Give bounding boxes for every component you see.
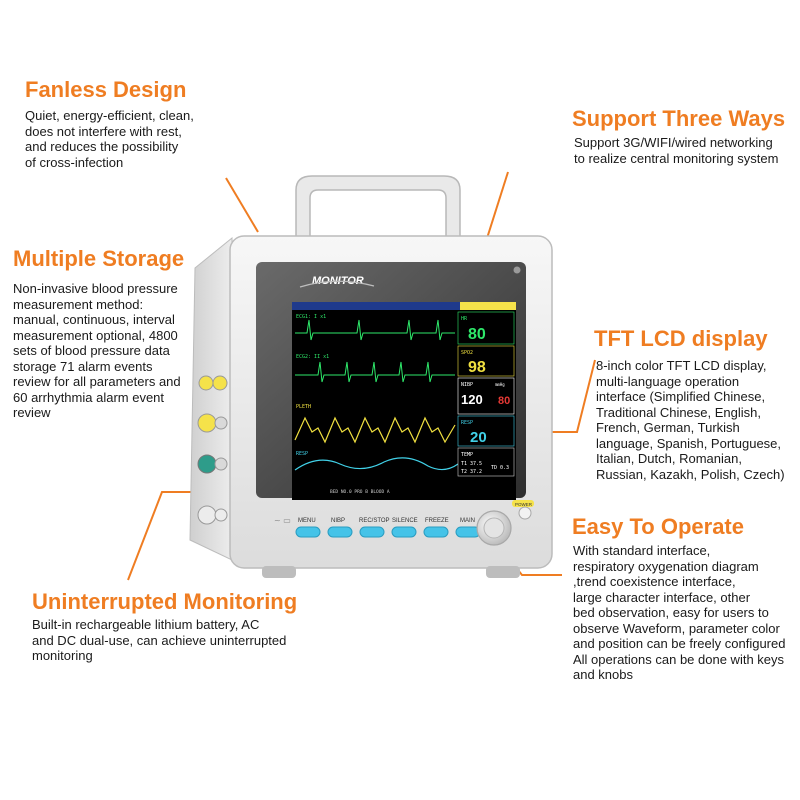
easy-line: and knobs <box>573 667 633 682</box>
power-button[interactable] <box>518 506 532 520</box>
tft-line: multi-language operation <box>596 373 740 389</box>
hr-value: 80 <box>468 326 486 343</box>
spo2-label: SPO2 <box>461 350 473 356</box>
front-buttons: MENU NIBP REC/STOP SILENCE FREEZE MAIN <box>295 518 481 538</box>
side-connectors <box>197 375 228 525</box>
tft-description: 8-inch color TFT LCD display, multi-lang… <box>596 358 785 482</box>
easy-line: bed observation, easy for users to <box>573 605 769 620</box>
parameter-panel: HR 80 SPO2 98 NIBP mmHg 120 80 RESP 20 T… <box>457 311 515 477</box>
storage-line: manual, continuous, interval <box>13 312 175 327</box>
foot-right <box>486 566 520 578</box>
resp-label: RESP <box>296 451 308 457</box>
freeze-button-label: FREEZE <box>425 518 449 524</box>
ecg1-label: ECG1: I x1 <box>296 314 326 320</box>
easy-line: With standard interface, <box>573 543 711 558</box>
fanless-line: does not interfere with rest, <box>25 123 182 139</box>
storage-description: Non-invasive blood pressure measurement … <box>13 281 181 421</box>
easy-line: observe Waveform, parameter color <box>573 620 780 636</box>
storage-line: measurement method: <box>13 296 144 312</box>
easy-title: Easy To Operate <box>572 514 744 539</box>
resp-value-label: RESP <box>461 420 473 426</box>
menu-button[interactable] <box>295 526 321 538</box>
storage-line: 60 arrhythmia alarm event <box>13 389 165 405</box>
light-sensor <box>513 266 521 274</box>
easy-line: large character interface, other <box>573 589 751 605</box>
tft-line: Italian, Dutch, Romanian, <box>596 451 742 466</box>
freeze-button[interactable] <box>423 526 449 538</box>
main-button-label: MAIN <box>460 518 475 524</box>
monitoring-line: monitoring <box>32 648 93 663</box>
tft-line: interface (Simplified Chinese, <box>596 389 766 404</box>
tft-line: Traditional Chinese, English, <box>596 404 761 420</box>
storage-line: storage 71 alarm events <box>13 358 153 374</box>
status-bar <box>292 302 516 310</box>
resp-value: 20 <box>470 429 487 446</box>
storage-title: Multiple Storage <box>13 246 185 271</box>
carry-handle[interactable] <box>295 175 461 241</box>
screen-footer: BED NO.0 PRO B BLOOD A <box>330 489 390 495</box>
fanless-title: Fanless Design <box>25 77 187 102</box>
tft-line: Russian, Kazakh, Polish, Czech) <box>596 466 785 482</box>
temp-t2: T2 37.2 <box>461 469 482 475</box>
fanless-description: Quiet, energy-efficient, clean, does not… <box>25 108 194 170</box>
menu-button-label: MENU <box>298 518 316 524</box>
pleth-waveform <box>294 416 456 444</box>
status-bar-alert <box>460 302 516 310</box>
ac-indicator-icon: ~ ▭ <box>274 516 291 525</box>
silence-button-label: SILENCE <box>392 518 418 524</box>
nibp-button[interactable] <box>327 526 353 538</box>
easy-line: respiratory oxygenation diagram <box>573 558 759 574</box>
easy-line: and position can be freely configured <box>573 636 786 651</box>
storage-line: sets of blood pressure data <box>13 343 170 358</box>
storage-line: review for all parameters and <box>13 374 181 389</box>
rec-stop-button[interactable] <box>359 526 385 538</box>
temp-td: TD 0.3 <box>491 465 509 471</box>
nibp-label: NIBP <box>461 382 473 388</box>
nibp-button-label: NIBP <box>331 518 345 524</box>
temp-label: TEMP <box>461 452 473 458</box>
rec-stop-button-label: REC/STOP <box>359 518 390 524</box>
monitoring-line: and DC dual-use, can achieve uninterrupt… <box>32 632 287 648</box>
tft-line: language, Spanish, Portuguese, <box>596 435 782 451</box>
power-indicator <box>512 500 534 507</box>
nibp-dia: 80 <box>498 395 510 407</box>
monitoring-description: Built-in rechargeable lithium battery, A… <box>32 617 286 664</box>
silence-button[interactable] <box>391 526 417 538</box>
tft-title: TFT LCD display <box>594 326 768 351</box>
ecg1-waveform <box>295 319 455 341</box>
monitoring-line: Built-in rechargeable lithium battery, A… <box>32 617 260 632</box>
fanless-line: Quiet, energy-efficient, clean, <box>25 108 194 123</box>
resp-waveform <box>294 457 459 471</box>
nibp-unit: mmHg <box>495 382 505 387</box>
fanless-line: of cross-infection <box>25 154 124 170</box>
spo2-value: 98 <box>468 359 486 376</box>
three-ways-line: Support 3G/WIFI/wired networking <box>574 135 773 150</box>
rotary-knob-center <box>483 517 505 539</box>
tft-line: French, German, Turkish <box>596 420 740 435</box>
power-label: POWER <box>515 502 533 507</box>
easy-line: ,trend coexistence interface, <box>573 574 736 589</box>
tft-line: 8-inch color TFT LCD display, <box>596 358 767 373</box>
fanless-line: and reduces the possibility <box>25 139 179 154</box>
storage-line: measurement optional, 4800 <box>13 327 178 343</box>
leader-fanless <box>225 177 259 233</box>
temp-t1: T1 37.5 <box>461 461 482 467</box>
main-button[interactable] <box>455 526 481 538</box>
ecg2-label: ECG2: II x1 <box>296 354 329 360</box>
brand-swoosh <box>299 280 375 288</box>
nibp-sys: 120 <box>461 392 483 407</box>
three-ways-line: to realize central monitoring system <box>574 150 779 166</box>
storage-line: Non-invasive blood pressure <box>13 281 178 296</box>
easy-description: With standard interface, respiratory oxy… <box>573 543 785 683</box>
hr-label: HR <box>461 316 468 322</box>
pleth-label: PLETH <box>296 404 311 410</box>
three-ways-description: Support 3G/WIFI/wired networking to real… <box>574 135 778 166</box>
ecg2-waveform <box>295 361 455 383</box>
three-ways-title: Support Three Ways <box>572 106 786 131</box>
monitoring-title: Uninterrupted Monitoring <box>32 589 298 614</box>
storage-line: review <box>13 405 51 420</box>
foot-left <box>262 566 296 578</box>
easy-line: All operations can be done with keys <box>573 651 785 667</box>
